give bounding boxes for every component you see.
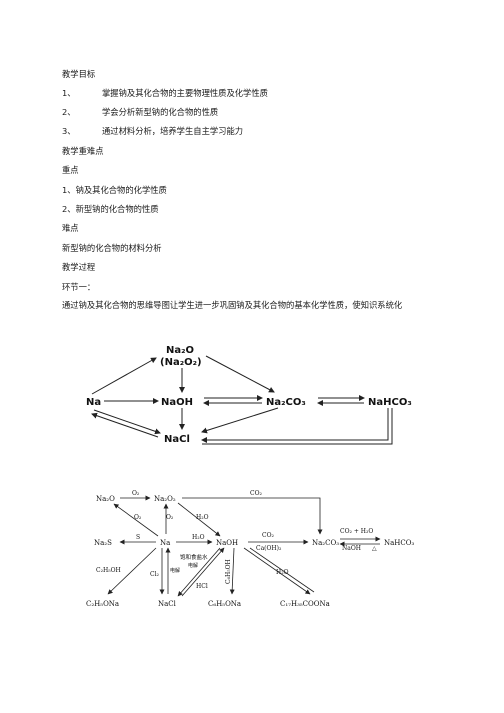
goal-num: 2、 bbox=[62, 107, 76, 117]
d2-brine: 饱和食盐水 bbox=[180, 553, 208, 561]
d2-na2co3: Na₂CO₃ bbox=[312, 539, 339, 547]
d1-na2co3: Na₂CO₃ bbox=[266, 397, 306, 408]
d2-na2s: Na₂S bbox=[94, 539, 112, 547]
d2-h2o-upper: H₂O bbox=[196, 514, 209, 521]
goal-item-2: 2、 学会分析新型钠的化合物的性质 bbox=[62, 107, 218, 118]
d1-arrow-na-nacl-1 bbox=[93, 409, 161, 435]
d2-cl2: Cl₂ bbox=[150, 571, 160, 578]
d2-s: S bbox=[136, 534, 140, 541]
d1-nahco3: NaHCO₃ bbox=[368, 397, 412, 408]
d2-arrow-na2o2-naoh bbox=[177, 502, 221, 537]
d1-arrow-na2co3-nacl bbox=[201, 407, 279, 434]
d1-arrow-nahco3-nacl bbox=[201, 408, 389, 443]
d1-arrow-na2o-na2co3 bbox=[205, 355, 275, 393]
d2-caoh2: Ca(OH)₂ bbox=[256, 545, 282, 552]
d2-h2o-right: H₂O bbox=[276, 569, 289, 576]
sodium-mind-map-diagram: Na₂O (Na₂O₂) Na NaOH Na₂CO₃ NaHCO₃ NaCl bbox=[86, 345, 412, 445]
d2-co2-mid: CO₂ bbox=[262, 532, 275, 539]
goal-text: 掌握钠及其化合物的主要物理性质及化学性质 bbox=[102, 88, 268, 98]
d2-c2h5ona: C₂H₅ONa bbox=[86, 600, 119, 608]
d2-hcl: HCl bbox=[196, 583, 208, 590]
intro-paragraph: 通过钠及其化合物的思维导图让学生进一步巩固钠及其化合物的基本化学性质，使知识系统… bbox=[62, 300, 403, 310]
d1-na: Na bbox=[86, 397, 101, 408]
goal-text: 通过材料分析，培养学生自主学习能力 bbox=[102, 126, 244, 136]
d2-arrow-nacl-naoh bbox=[181, 547, 225, 597]
key-point-1: 1、钠及其化合物的化学性质 bbox=[62, 185, 167, 195]
d1-naoh: NaOH bbox=[161, 397, 193, 408]
d2-dianjie2: 电解 bbox=[188, 562, 198, 569]
d2-arrow-naoh-c6h5ona bbox=[229, 547, 235, 595]
heading-key-points: 重点 bbox=[62, 165, 79, 175]
goal-num: 1、 bbox=[62, 88, 76, 98]
d2-co2-h2o: CO₂ + H₂O bbox=[340, 528, 373, 535]
d2-naoh-back: NaOH bbox=[342, 545, 361, 552]
d2-nahco3: NaHCO₃ bbox=[384, 539, 414, 547]
d1-arrow-na-na2o bbox=[91, 357, 157, 395]
d2-o2-top: O₂ bbox=[132, 490, 140, 497]
d2-naoh: NaOH bbox=[216, 539, 238, 547]
d2-arrow-naoh-c17h35coona bbox=[243, 547, 311, 595]
d2-c2h5oh: C₂H₅OH bbox=[96, 567, 121, 574]
goal-num: 3、 bbox=[62, 126, 76, 136]
d2-arrow-na2o2-na2co3 bbox=[182, 497, 323, 535]
heading-difficult-points: 难点 bbox=[62, 223, 79, 233]
d2-arrow-na-c2h5ona bbox=[107, 547, 157, 595]
d2-arrow-c17h35coona-naoh bbox=[249, 547, 315, 593]
step-one-label: 环节一： bbox=[62, 282, 96, 292]
goal-text: 学会分析新型钠的化合物的性质 bbox=[102, 107, 219, 117]
d1-arrow-nahco3-nacl-outer bbox=[202, 408, 393, 445]
d2-h2o-mid: H₂O bbox=[192, 534, 205, 541]
goal-item-3: 3、 通过材料分析，培养学生自主学习能力 bbox=[62, 126, 243, 137]
heading-teaching-process: 教学过程 bbox=[62, 262, 96, 272]
key-point-2: 2、新型钠的化合物的性质 bbox=[62, 204, 159, 214]
goal-item-1: 1、 掌握钠及其化合物的主要物理性质及化学性质 bbox=[62, 88, 268, 99]
d2-c6h5ona: C₆H₅ONa bbox=[208, 600, 241, 608]
d2-na2o: Na₂O bbox=[96, 495, 115, 503]
d2-na2o2: Na₂O₂ bbox=[154, 495, 176, 503]
d2-na: Na bbox=[160, 539, 170, 547]
heading-key-difficult: 教学重难点 bbox=[62, 146, 104, 156]
d2-nacl: NaCl bbox=[158, 600, 177, 608]
d1-na2o2: (Na₂O₂) bbox=[160, 357, 202, 368]
d1-arrow-nacl-na bbox=[91, 412, 159, 438]
d2-co2-top: CO₂ bbox=[250, 490, 263, 497]
sodium-reaction-network-diagram: Na₂O O₂ Na₂O₂ CO₂ O₂ O₂ H₂O Na₂S S Na H₂… bbox=[86, 490, 414, 608]
d1-nacl: NaCl bbox=[164, 434, 190, 445]
d2-c6h5oh: C₆H₅OH bbox=[225, 559, 232, 584]
d2-delta: △ bbox=[372, 545, 377, 552]
d2-o2-back: O₂ bbox=[134, 514, 142, 521]
d2-arrow-naoh-nacl bbox=[177, 547, 221, 597]
d2-arrow-na-na2o bbox=[113, 503, 159, 537]
d1-na2o: Na₂O bbox=[166, 345, 194, 356]
difficult-point: 新型钠的化合物的材料分析 bbox=[62, 243, 162, 253]
d2-o2-down: O₂ bbox=[166, 514, 174, 521]
d2-c17h35coona: C₁₇H₃₅COONa bbox=[280, 600, 330, 608]
d2-dianjie1: 电解 bbox=[170, 567, 180, 574]
heading-teaching-goals: 教学目标 bbox=[62, 69, 96, 79]
